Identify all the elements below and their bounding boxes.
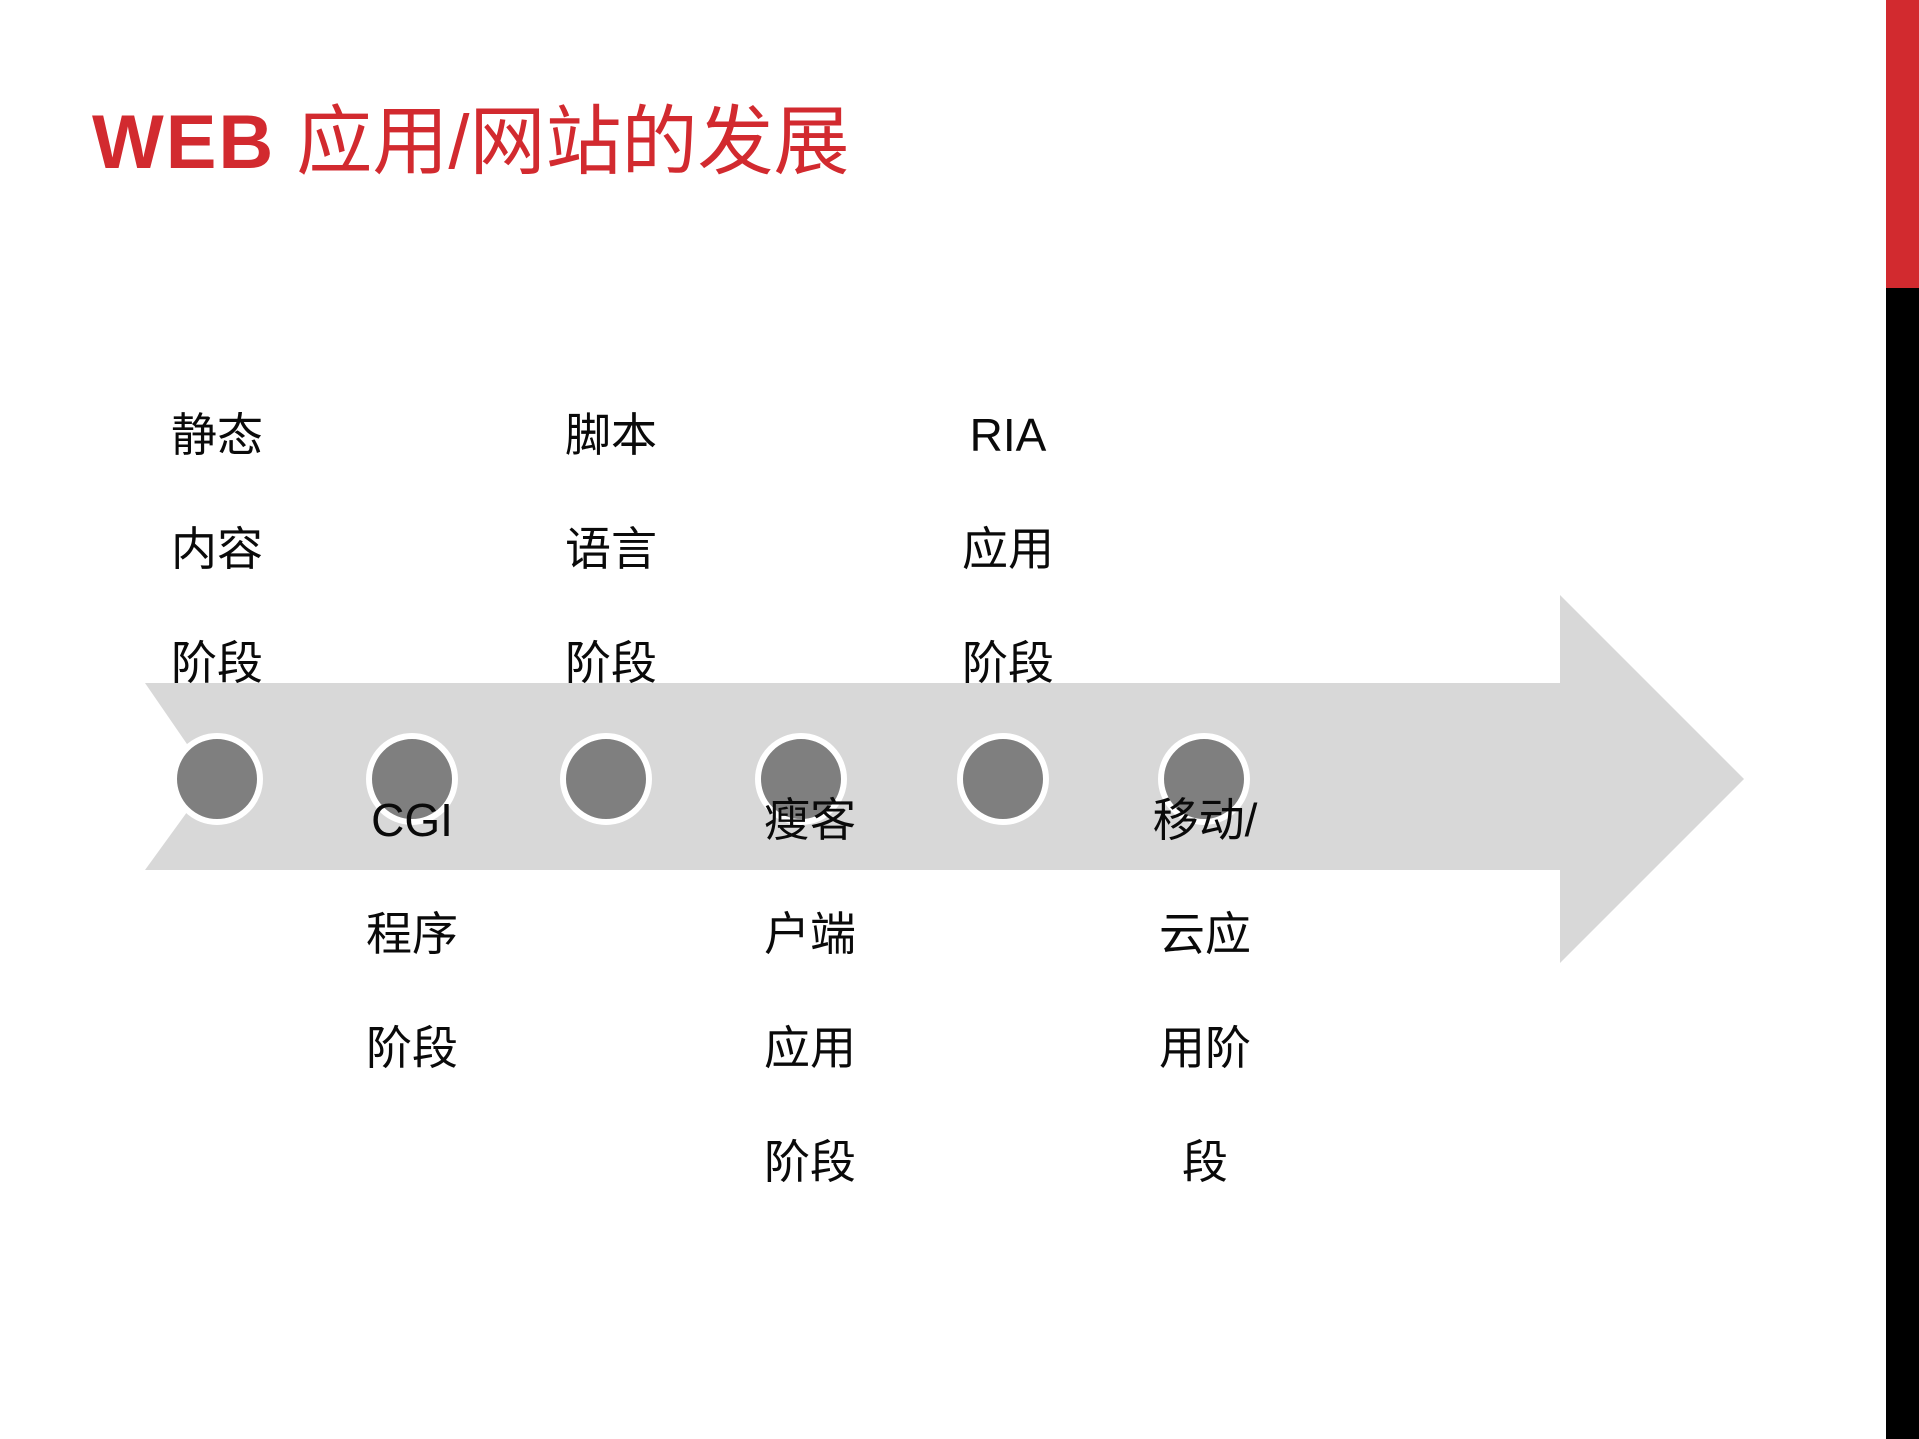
stage-3-line-3: 阶段 <box>565 637 657 689</box>
timeline-dot-6[interactable] <box>1158 733 1250 825</box>
stage-2-line-2: 程序 <box>366 908 458 960</box>
stage-label-2: CGI 程序 阶段 <box>317 735 507 1134</box>
stage-4-line-4: 阶段 <box>764 1136 856 1188</box>
stage-4-line-1: 瘦客 <box>764 794 856 846</box>
timeline-dot-2[interactable] <box>366 733 458 825</box>
stage-2-line-3: 阶段 <box>366 1022 458 1074</box>
stage-label-5: RIA 应用 阶段 <box>913 350 1103 749</box>
stage-3-line-2: 语言 <box>565 523 657 575</box>
stage-4-line-3: 应用 <box>764 1022 856 1074</box>
page-title: WEB 应用/网站的发展 <box>92 88 1592 198</box>
stage-label-4: 瘦客 户端 应用 阶段 <box>715 735 905 1248</box>
black-accent-bar <box>1886 288 1919 1439</box>
stage-6-line-1: 移动/ <box>1152 794 1258 846</box>
stage-3-line-1: 脚本 <box>565 409 657 461</box>
timeline-arrow-shape <box>145 595 1744 963</box>
timeline-dot-5[interactable] <box>957 733 1049 825</box>
stage-1-line-3: 阶段 <box>171 637 263 689</box>
stage-label-3: 脚本 语言 阶段 <box>516 350 706 749</box>
stage-4-line-2: 户端 <box>764 908 856 960</box>
red-accent-bar <box>1886 0 1919 288</box>
stage-label-1: 静态 内容 阶段 <box>122 350 312 749</box>
timeline-arrow <box>110 580 1760 980</box>
stage-label-6: 移动/ 云应 用阶 段 <box>1110 735 1300 1248</box>
stage-5-line-3: 阶段 <box>962 637 1054 689</box>
stage-6-line-4: 段 <box>1182 1136 1228 1188</box>
stage-1-line-1: 静态 <box>171 409 263 461</box>
stage-6-line-3: 用阶 <box>1159 1022 1251 1074</box>
stage-5-line-2: 应用 <box>962 523 1054 575</box>
stage-2-line-1: CGI <box>371 794 453 846</box>
page-title-web: WEB <box>92 100 276 185</box>
timeline-dot-1[interactable] <box>171 733 263 825</box>
stage-1-line-2: 内容 <box>171 523 263 575</box>
timeline-dot-3[interactable] <box>560 733 652 825</box>
stage-6-line-2: 云应 <box>1159 908 1251 960</box>
page-title-rest: 应用/网站的发展 <box>275 100 850 185</box>
arrow-polygon <box>145 595 1744 963</box>
timeline-dot-4[interactable] <box>755 733 847 825</box>
stage-5-line-1: RIA <box>969 409 1047 461</box>
